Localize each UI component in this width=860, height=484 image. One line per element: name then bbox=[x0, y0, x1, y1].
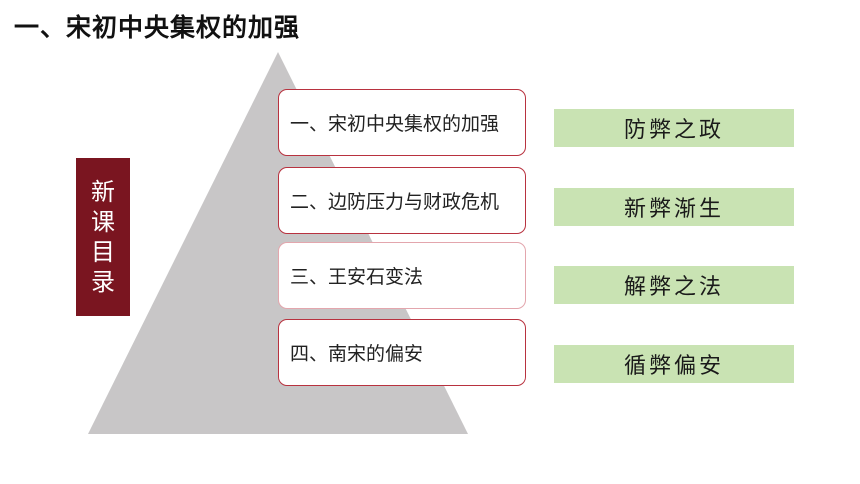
tag-4: 循弊偏安 bbox=[554, 345, 794, 383]
section-label: 新课目录 bbox=[76, 158, 130, 316]
toc-item-2[interactable]: 二、边防压力与财政危机 bbox=[278, 167, 526, 234]
page-title: 一、宋初中央集权的加强 bbox=[14, 13, 301, 42]
tag-3: 解弊之法 bbox=[554, 266, 794, 304]
toc-item-4[interactable]: 四、南宋的偏安 bbox=[278, 319, 526, 386]
toc-item-1[interactable]: 一、宋初中央集权的加强 bbox=[278, 89, 526, 156]
toc-item-3[interactable]: 三、王安石变法 bbox=[278, 242, 526, 309]
tag-2: 新弊渐生 bbox=[554, 188, 794, 226]
tag-1: 防弊之政 bbox=[554, 109, 794, 147]
section-label-text: 新课目录 bbox=[91, 178, 115, 296]
